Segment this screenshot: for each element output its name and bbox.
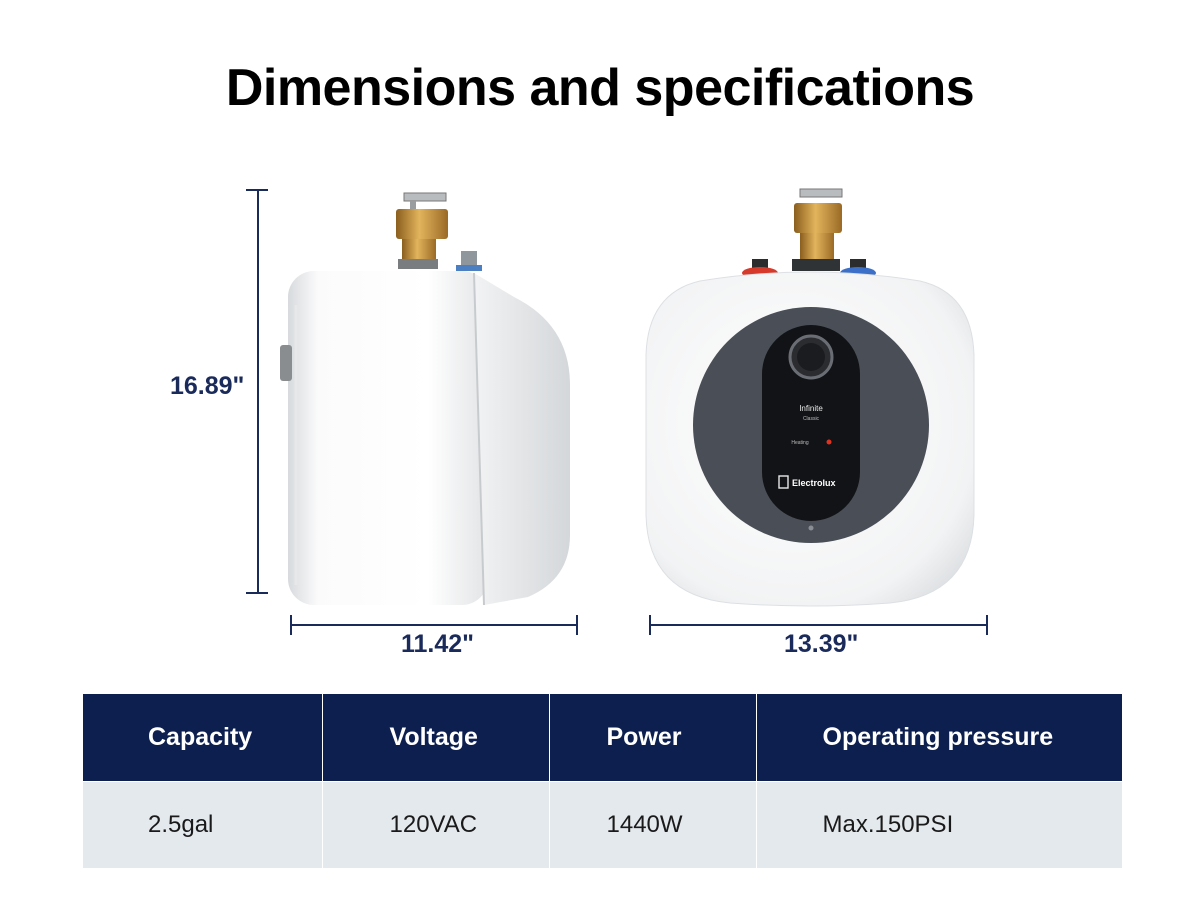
water-heater-side-view <box>280 192 570 606</box>
valve-lever <box>403 192 447 202</box>
front-valve-lever <box>799 188 843 198</box>
control-panel <box>762 325 860 521</box>
heating-indicator-label: Heating <box>791 440 808 446</box>
width-dimension-line <box>649 624 988 626</box>
brand-logo: Electrolux <box>792 478 836 488</box>
water-heater-front-view: Infinite Classic Heating Electrolux <box>645 188 975 607</box>
depth-dimension-label: 11.42" <box>401 630 475 658</box>
side-body <box>288 271 488 605</box>
valve-body <box>396 209 448 239</box>
header-operating-pressure: Operating pressure <box>756 694 1122 782</box>
spec-table-header-row: Capacity Voltage Power Operating pressur… <box>83 694 1122 782</box>
front-valve-body <box>794 203 842 233</box>
header-capacity: Capacity <box>83 694 323 782</box>
value-operating-pressure: Max.150PSI <box>756 781 1122 868</box>
width-dimension-cap-right <box>986 615 988 635</box>
width-dimension-cap-left <box>649 615 651 635</box>
side-front-face <box>474 273 570 605</box>
spec-table-value-row: 2.5gal 120VAC 1440W Max.150PSI <box>83 781 1122 868</box>
heating-indicator-light <box>826 439 832 445</box>
header-voltage: Voltage <box>322 694 550 782</box>
value-power: 1440W <box>549 781 757 868</box>
height-dimension-cap-bottom <box>246 592 268 594</box>
depth-dimension-cap-left <box>290 615 292 635</box>
spec-table: Capacity Voltage Power Operating pressur… <box>83 694 1122 868</box>
height-dimension-label: 16.89" <box>170 372 245 400</box>
depth-dimension-line <box>290 624 578 626</box>
width-dimension-label: 13.39" <box>784 630 859 658</box>
brand-logo-icon <box>778 475 789 489</box>
pipe-connector <box>461 251 477 267</box>
value-capacity: 2.5gal <box>83 781 323 868</box>
height-dimension-cap-top <box>246 189 268 191</box>
header-power: Power <box>549 694 757 782</box>
model-subname: Classic <box>803 416 820 422</box>
height-dimension-line <box>257 189 259 594</box>
value-voltage: 120VAC <box>322 781 550 868</box>
model-name: Infinite <box>799 404 823 413</box>
depth-dimension-cap-right <box>576 615 578 635</box>
page-title: Dimensions and specifications <box>225 59 975 117</box>
